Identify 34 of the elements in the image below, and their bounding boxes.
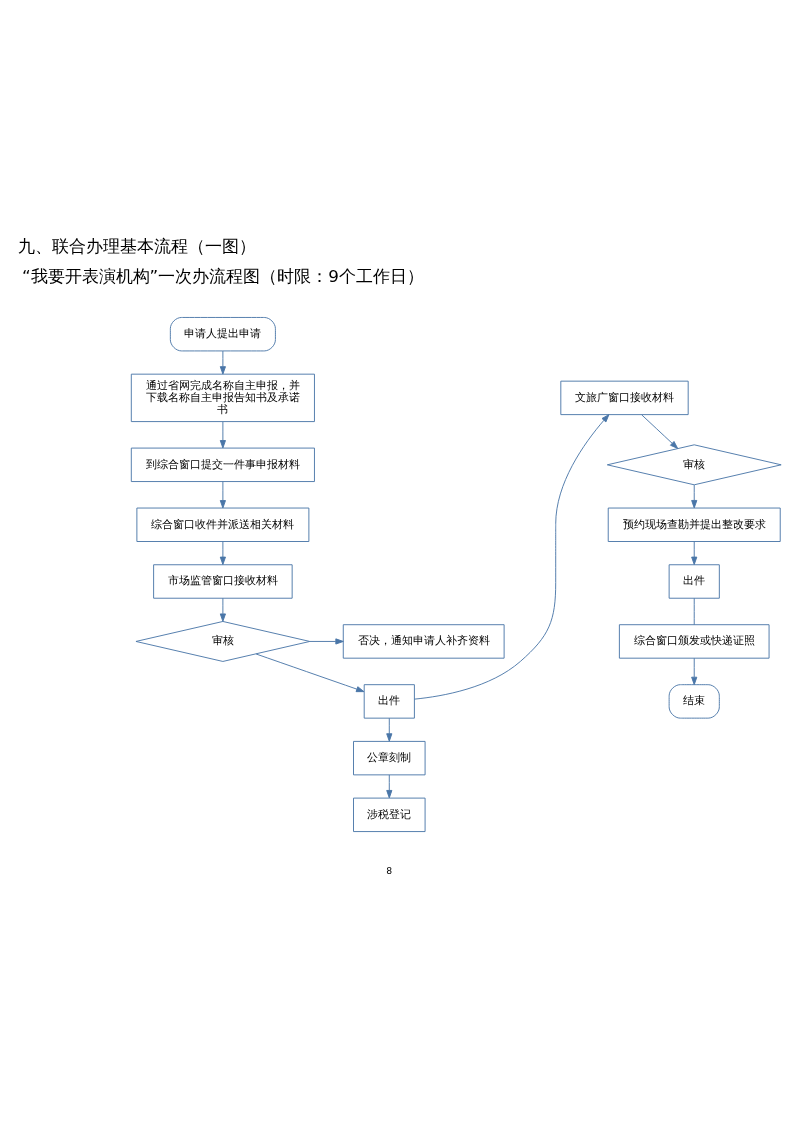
arrow [414,413,610,700]
arrow [386,773,393,798]
arrow [219,350,226,375]
node-box: 市场监管窗口接收材料 [153,563,293,599]
node-box: 涉税登记 [353,797,426,832]
node-box: 公章刻制 [353,740,426,775]
arrow [691,657,698,685]
node-diamond: 审核 [135,620,311,662]
arrow [386,717,393,742]
node-box: 通过省网完成名称自主申报，并下载名称自主申报告知书及承诺书 [130,373,315,422]
arrow [691,540,698,565]
node-box: 到综合窗口提交一件事申报材料 [130,447,315,482]
node-box: 综合窗口收件并派送相关材料 [136,507,310,542]
label: 8 [386,864,393,876]
node-box: 综合窗口颁发或快递证照 [618,623,770,659]
node-box: 预约现场查勘并提出整改要求 [607,507,781,542]
connector [693,597,695,625]
arrow [309,637,344,645]
arrow [691,484,698,508]
node-box: 文旅广窗口接收材料 [560,380,689,415]
node-diamond: 审核 [606,443,782,485]
node-box: 申请人提出申请 [169,316,276,351]
node-box: 结束 [668,683,720,719]
node-box: 否决，通知申请人补齐资料 [342,623,505,659]
arrow [219,420,226,448]
arrow [219,480,226,508]
node-box: 出件 [363,683,415,719]
arrow [641,413,679,449]
label: “我要开表演机构”一次办流程图（时限：9个工作日） [21,265,424,286]
arrow [255,653,365,692]
arrow [219,597,226,622]
diagram-title: 九、联合办理基本流程（一图） [17,235,256,256]
node-box: 出件 [668,563,720,599]
arrow [219,540,226,565]
